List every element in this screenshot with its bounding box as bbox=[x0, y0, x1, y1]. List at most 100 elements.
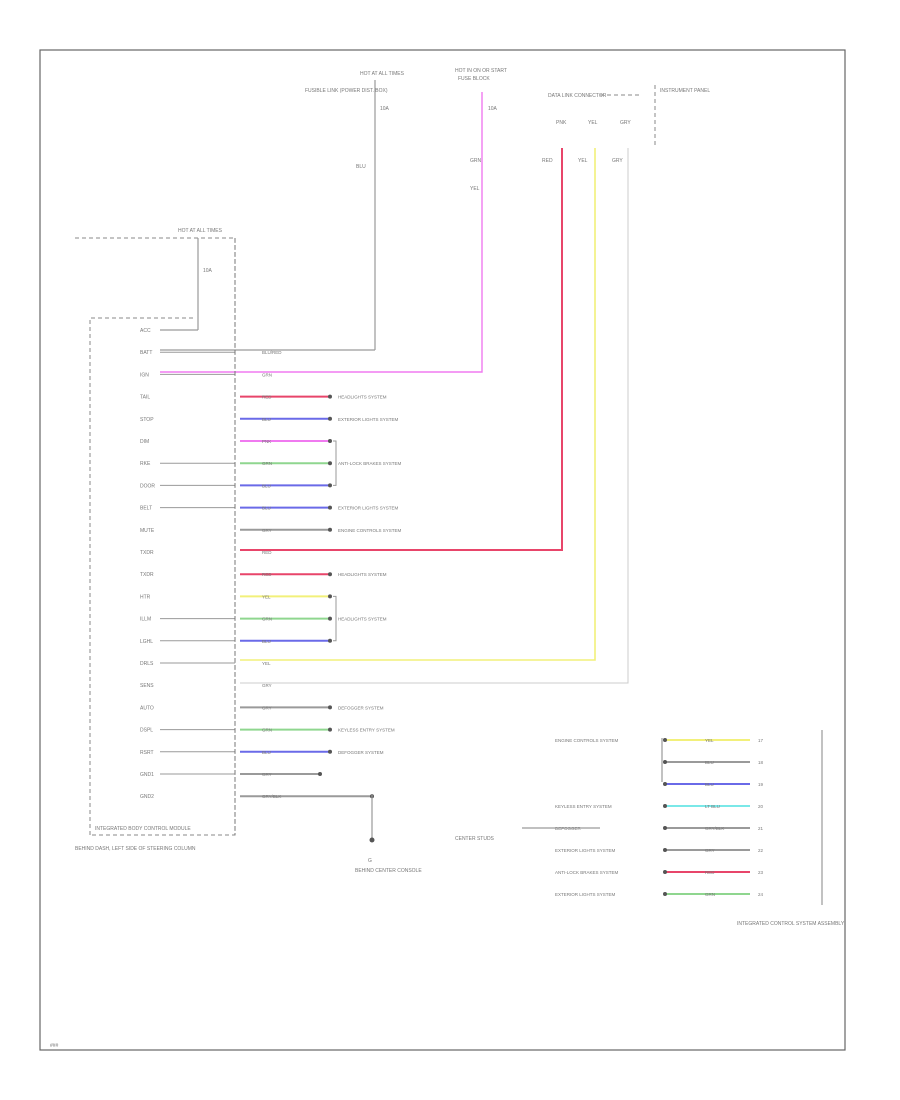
wire-terminal-dot bbox=[328, 705, 332, 710]
wire-terminal-dot bbox=[318, 772, 322, 776]
module-pin: 23 bbox=[758, 870, 764, 875]
bcm-pin-name: TXDR bbox=[140, 550, 154, 556]
footer-code: ### bbox=[50, 1043, 59, 1049]
system-label: ANTI-LOCK BRAKES SYSTEM bbox=[338, 461, 402, 466]
module-wire-color: GRN bbox=[705, 892, 715, 897]
wire-terminal-dot bbox=[328, 638, 332, 643]
right-connector-note: INSTRUMENT PANEL bbox=[660, 88, 710, 94]
system-bracket bbox=[333, 595, 337, 642]
top-mid-wire-1: GRN bbox=[470, 158, 482, 164]
bcm-wire-color: BLU bbox=[262, 750, 271, 755]
wire-terminal-dot bbox=[328, 416, 332, 421]
module-wire-dot bbox=[663, 826, 667, 830]
ground-point-label: G bbox=[368, 858, 372, 864]
module-wire-color: GRY bbox=[705, 848, 715, 853]
ign-pink-wire bbox=[160, 92, 483, 373]
wire-terminal-dot bbox=[328, 727, 332, 732]
bcm-wire-color: GRY bbox=[262, 772, 272, 777]
system-label: EXTERIOR LIGHTS SYSTEM bbox=[338, 506, 399, 511]
module-wire-dot bbox=[663, 804, 667, 808]
txdr-red-wire bbox=[240, 148, 563, 551]
module-pin: 17 bbox=[758, 738, 764, 743]
right-pin-1: PNK bbox=[556, 120, 567, 126]
bcm-wire-color: RED bbox=[262, 572, 272, 577]
bcm-pin-name: BATT bbox=[140, 350, 152, 356]
bcm-pin-name: TXDR bbox=[140, 572, 154, 578]
bcm-label: INTEGRATED BODY CONTROL MODULE bbox=[95, 826, 191, 832]
top-mid-wire-2: YEL bbox=[470, 186, 480, 192]
top-left-wire-color: BLU bbox=[356, 164, 366, 170]
bcm-pin-name: STOP bbox=[140, 417, 154, 423]
right-pin-3: GRY bbox=[620, 120, 631, 126]
bcm-wire-color: BLU bbox=[262, 639, 271, 644]
sens-gray-wire bbox=[240, 148, 629, 684]
bcm-pin-name: BELT bbox=[140, 506, 152, 512]
left-fuse-label: HOT AT ALL TIMES bbox=[178, 228, 223, 234]
bcm-pin-name: RKE bbox=[140, 461, 151, 467]
bcm-wire-color: YEL bbox=[262, 594, 271, 599]
system-label: DEFOGGER SYSTEM bbox=[338, 705, 384, 710]
bcm-wire-color: GRN bbox=[262, 617, 272, 622]
bcm-pin-name: GND1 bbox=[140, 772, 154, 778]
module-wire-dot bbox=[663, 738, 667, 742]
module-wire-color: RED bbox=[705, 870, 715, 875]
module-wire-color: BLU bbox=[705, 760, 714, 765]
top-left-fuse-label: HOT AT ALL TIMES bbox=[360, 71, 405, 77]
bcm-ref: BEHIND DASH, LEFT SIDE OF STEERING COLUM… bbox=[75, 846, 196, 852]
bcm-wire-color: GRY bbox=[262, 705, 272, 710]
wire-terminal-dot bbox=[328, 483, 332, 488]
module-pin: 24 bbox=[758, 892, 764, 897]
diagram-frame bbox=[39, 49, 846, 1051]
system-label: ENGINE CONTROLS SYSTEM bbox=[338, 528, 402, 533]
module-pin: 20 bbox=[758, 804, 764, 809]
module-wire-dot bbox=[663, 760, 667, 764]
bcm-pin-name: TAIL bbox=[140, 395, 150, 401]
module-pin: 22 bbox=[758, 848, 764, 853]
bcm-pin-name: ILLM bbox=[140, 617, 151, 623]
bcm-wire-color: YEL bbox=[262, 661, 271, 666]
bcm-wire-color: GRN bbox=[262, 461, 272, 466]
module-system-label: EXTERIOR LIGHTS SYSTEM bbox=[555, 848, 616, 853]
wire-terminal-dot bbox=[328, 527, 332, 532]
bcm-pin-name: GND2 bbox=[140, 794, 154, 800]
module-system-label: KEYLESS ENTRY SYSTEM bbox=[555, 804, 612, 809]
bcm-wire-color: PNK bbox=[262, 439, 271, 444]
right-connector-title: DATA LINK CONNECTOR bbox=[548, 93, 607, 99]
right-color-2: YEL bbox=[578, 158, 588, 164]
module-wire-dot bbox=[663, 892, 667, 896]
bcm-pin-name: SENS bbox=[140, 683, 154, 689]
module-wire-dot bbox=[663, 870, 667, 874]
ground-point-desc: BEHIND CENTER CONSOLE bbox=[355, 868, 422, 874]
wire-terminal-dot bbox=[328, 505, 332, 510]
module-system-label: ANTI-LOCK BRAKES SYSTEM bbox=[555, 870, 619, 875]
bcm-pin-name: HTR bbox=[140, 594, 151, 600]
system-label: HEADLIGHTS SYSTEM bbox=[338, 617, 387, 622]
system-bracket bbox=[333, 440, 337, 486]
system-label: HEADLIGHTS SYSTEM bbox=[338, 572, 387, 577]
bcm-pin-name: MUTE bbox=[140, 528, 155, 534]
bcm-pin-name: LGHL bbox=[140, 639, 153, 645]
system-label: KEYLESS ENTRY SYSTEM bbox=[338, 728, 395, 733]
bottom-right-ground-label: CENTER STUDS bbox=[455, 836, 495, 842]
module-pin: 18 bbox=[758, 760, 764, 765]
wire-terminal-dot bbox=[328, 749, 332, 754]
bcm-pin-name: ACC bbox=[140, 328, 151, 334]
bcm-wire-color: BLU bbox=[262, 506, 271, 511]
bcm-wire-color: BLU bbox=[262, 483, 271, 488]
top-left-source: FUSIBLE LINK (POWER DIST. BOX) bbox=[305, 88, 388, 94]
bcm-wire-color: GRY bbox=[262, 528, 272, 533]
wire-terminal-dot bbox=[328, 461, 332, 466]
right-color-1: RED bbox=[542, 158, 553, 164]
bcm-pin-name: DOOR bbox=[140, 483, 155, 489]
bcm-pin-name: AUTO bbox=[140, 705, 154, 711]
right-pin-2: YEL bbox=[588, 120, 598, 126]
module-wire-color: YEL bbox=[705, 738, 714, 743]
bcm-wire-color: GRN bbox=[262, 728, 272, 733]
module-wire-dot bbox=[663, 782, 667, 786]
top-left-fuse: 10A bbox=[380, 106, 390, 112]
right-color-3: GRY bbox=[612, 158, 623, 164]
system-label: HEADLIGHTS SYSTEM bbox=[338, 395, 387, 400]
bcm-wire-color: RED bbox=[262, 395, 272, 400]
module-system-label: EXTERIOR LIGHTS SYSTEM bbox=[555, 892, 616, 897]
bcm-pin-name: RSRT bbox=[140, 750, 154, 756]
